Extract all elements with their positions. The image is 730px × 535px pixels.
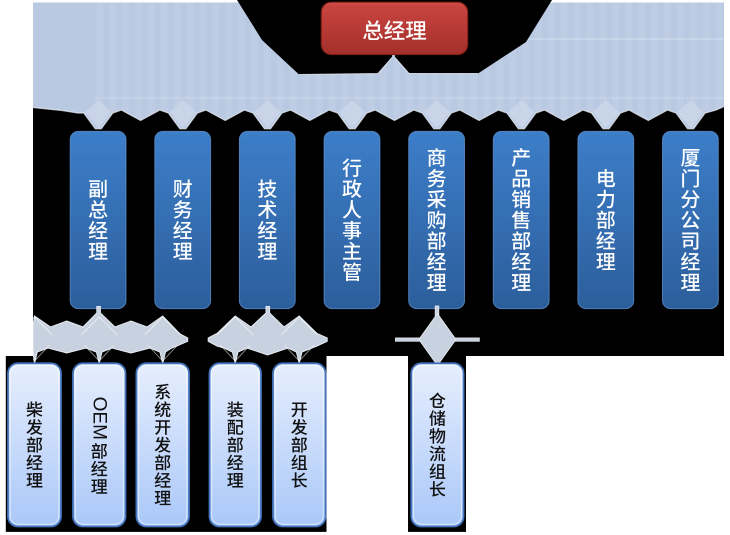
svg-text:OEM: OEM	[89, 397, 110, 440]
